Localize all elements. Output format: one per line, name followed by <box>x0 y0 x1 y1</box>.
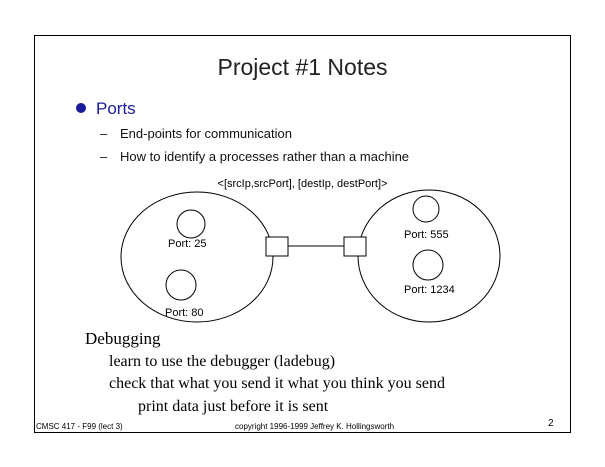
slide-frame <box>34 35 571 433</box>
port-circle-left-2 <box>165 269 197 301</box>
port-label: Port: 25 <box>168 238 207 250</box>
debugging-line: learn to use the debugger (ladebug) <box>109 353 336 370</box>
port-circle-left-1 <box>176 209 206 239</box>
port-circle-right-1 <box>412 195 440 223</box>
socket-right <box>343 236 367 257</box>
socket-tuple: <[srcIp,srcPort], [destIp, destPort]> <box>217 178 388 190</box>
socket-left <box>265 236 289 257</box>
slide-title: Project #1 Notes <box>217 54 388 80</box>
bullet-heading: Ports <box>96 99 136 118</box>
sub-item: –End-points for communication <box>100 126 292 141</box>
host-right <box>357 189 501 323</box>
port-label: Port: 555 <box>404 229 449 241</box>
dash-marker: – <box>100 126 108 141</box>
page-number: 2 <box>548 418 554 429</box>
debugging-heading: Debugging <box>85 329 161 348</box>
sub-item-text: End-points for communication <box>120 126 292 141</box>
debugging-line: check that what you send it what you thi… <box>109 375 445 392</box>
footer-course: CMSC 417 - F99 (lect 3) <box>36 422 123 431</box>
footer-copyright: copyright 1996-1999 Jeffrey K. Hollingsw… <box>235 422 395 431</box>
port-label: Port: 80 <box>165 307 204 319</box>
sub-item-text: How to identify a processes rather than … <box>120 149 410 164</box>
host-left <box>120 191 274 323</box>
sub-item: –How to identify a processes rather than… <box>100 149 409 164</box>
debugging-line: print data just before it is sent <box>138 398 329 415</box>
port-circle-right-2 <box>412 249 444 281</box>
dash-marker: – <box>100 149 108 164</box>
bullet-dot <box>76 103 86 113</box>
port-label: Port: 1234 <box>404 284 455 296</box>
